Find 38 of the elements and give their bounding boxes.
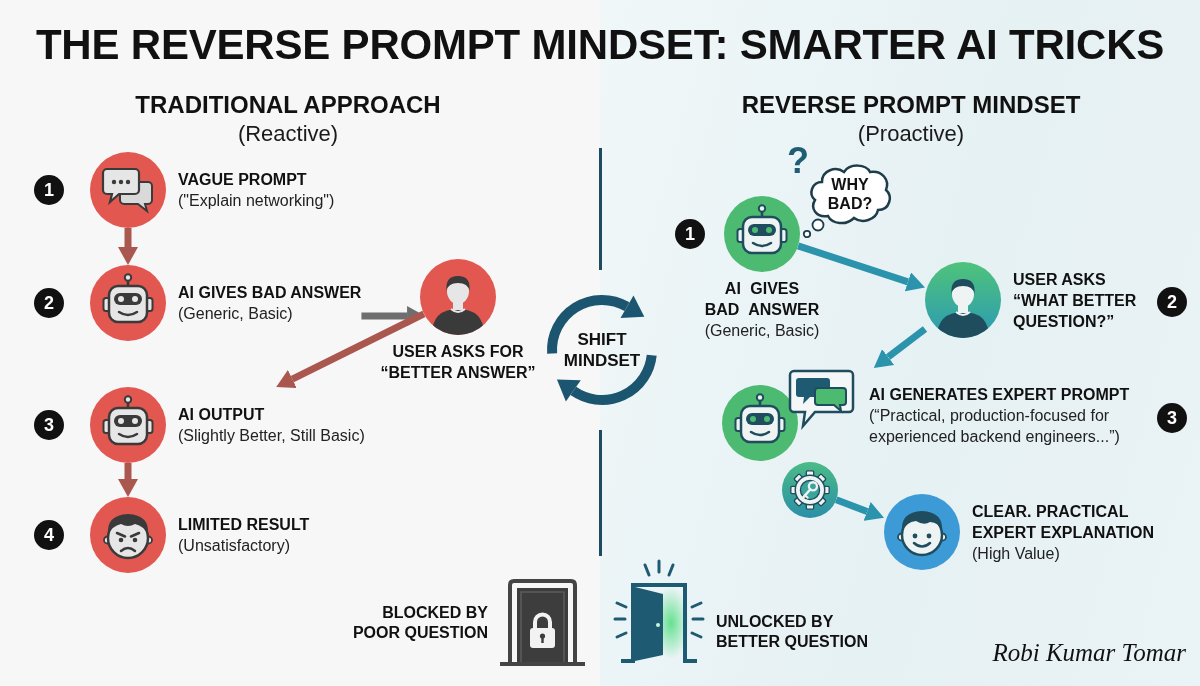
step-number: 1 <box>34 175 64 205</box>
door-caption: BLOCKED BY POOR QUESTION <box>351 603 488 643</box>
door-caption: UNLOCKED BY BETTER QUESTION <box>716 612 869 652</box>
section-heading: TRADITIONAL APPROACH <box>135 91 441 119</box>
section-subtitle: (Reactive) <box>237 120 339 147</box>
cloud-text: WHY BAD? <box>826 175 874 213</box>
question-mark: ? <box>787 141 809 181</box>
step-number: 2 <box>34 288 64 318</box>
step-description: (Slightly Better, Still Basic) <box>178 426 365 446</box>
step-number: 4 <box>34 520 64 550</box>
step-description: (Unsatisfactory) <box>178 536 291 556</box>
step-title: CLEAR. PRACTICAL EXPERT EXPLANATION <box>972 501 1155 543</box>
section-subtitle: (Proactive) <box>857 120 965 147</box>
step-title: VAGUE PROMPT <box>178 170 307 190</box>
step-title: USER ASKS FOR “BETTER ANSWER” <box>379 342 537 383</box>
arrow <box>873 326 928 368</box>
arrow <box>835 496 884 521</box>
section-heading: REVERSE PROMPT MINDSET <box>741 91 1081 119</box>
step-number: 3 <box>34 410 64 440</box>
step-title: AI GIVES BAD ANSWER <box>178 283 362 303</box>
step-description: (High Value) <box>972 543 1060 564</box>
gear-key-icon <box>782 462 838 518</box>
step-description: (“Practical, production-focused for experienced backend engineers...”) <box>869 406 1121 447</box>
step-title: USER ASKS “WHAT BETTER QUESTION?” <box>1013 269 1138 332</box>
step-description: (Generic, Basic) <box>704 321 820 341</box>
page-title: THE REVERSE PROMPT MINDSET: SMARTER AI TRICKS <box>34 20 1166 70</box>
step-title: AI GENERATES EXPERT PROMPT <box>869 385 1130 405</box>
step-title: LIMITED RESULT <box>178 515 310 535</box>
step-description: ("Explain networking") <box>178 191 335 211</box>
arrow <box>797 242 925 292</box>
arrow <box>118 463 138 497</box>
arrow <box>276 310 426 388</box>
step-title: AI GIVES BAD ANSWER <box>703 279 821 320</box>
arrow <box>118 228 138 265</box>
step-title: AI OUTPUT <box>178 405 265 425</box>
step-description: (Generic, Basic) <box>178 304 293 324</box>
signature: Robi Kumar Tomar <box>992 638 1186 668</box>
shift-label: SHIFT MINDSET <box>562 329 642 371</box>
